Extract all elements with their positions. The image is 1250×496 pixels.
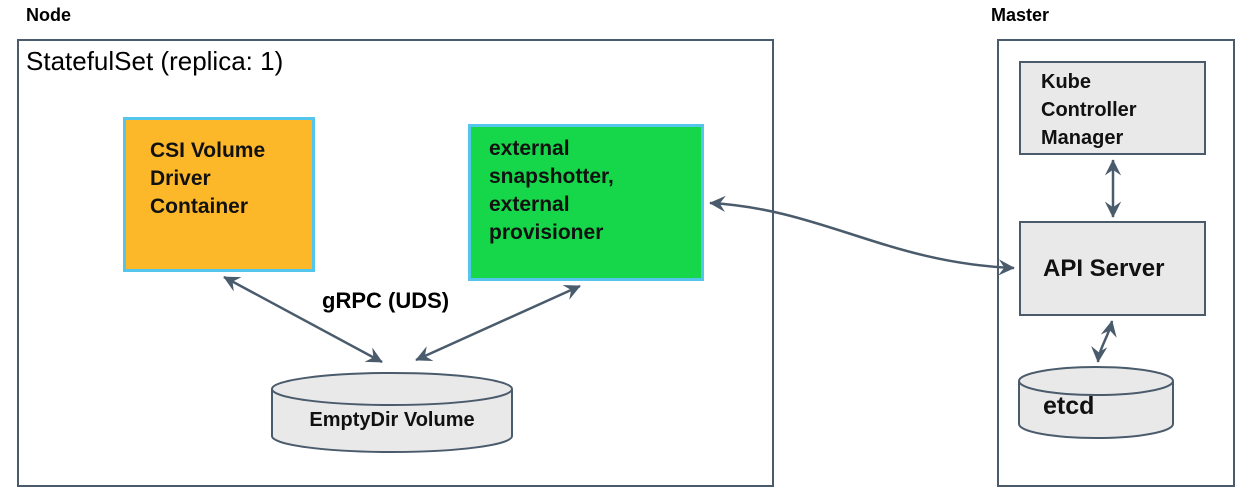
kube-controller-manager-box: Kube Controller Manager	[1019, 61, 1206, 155]
emptydir-volume-label: EmptyDir Volume	[309, 409, 475, 431]
node-group-label: Node	[26, 5, 71, 25]
external-sidecars-box: external snapshotter, external provision…	[468, 124, 704, 281]
master-group-label: Master	[991, 5, 1050, 25]
statefulset-label: StatefulSet (replica: 1)	[26, 46, 284, 76]
etcd-label: etcd	[1043, 392, 1095, 420]
api-server-box: API Server	[1019, 221, 1206, 316]
grpc-uds-label: gRPC (UDS)	[322, 288, 450, 313]
csi-volume-driver-box: CSI Volume Driver Container	[123, 117, 315, 272]
